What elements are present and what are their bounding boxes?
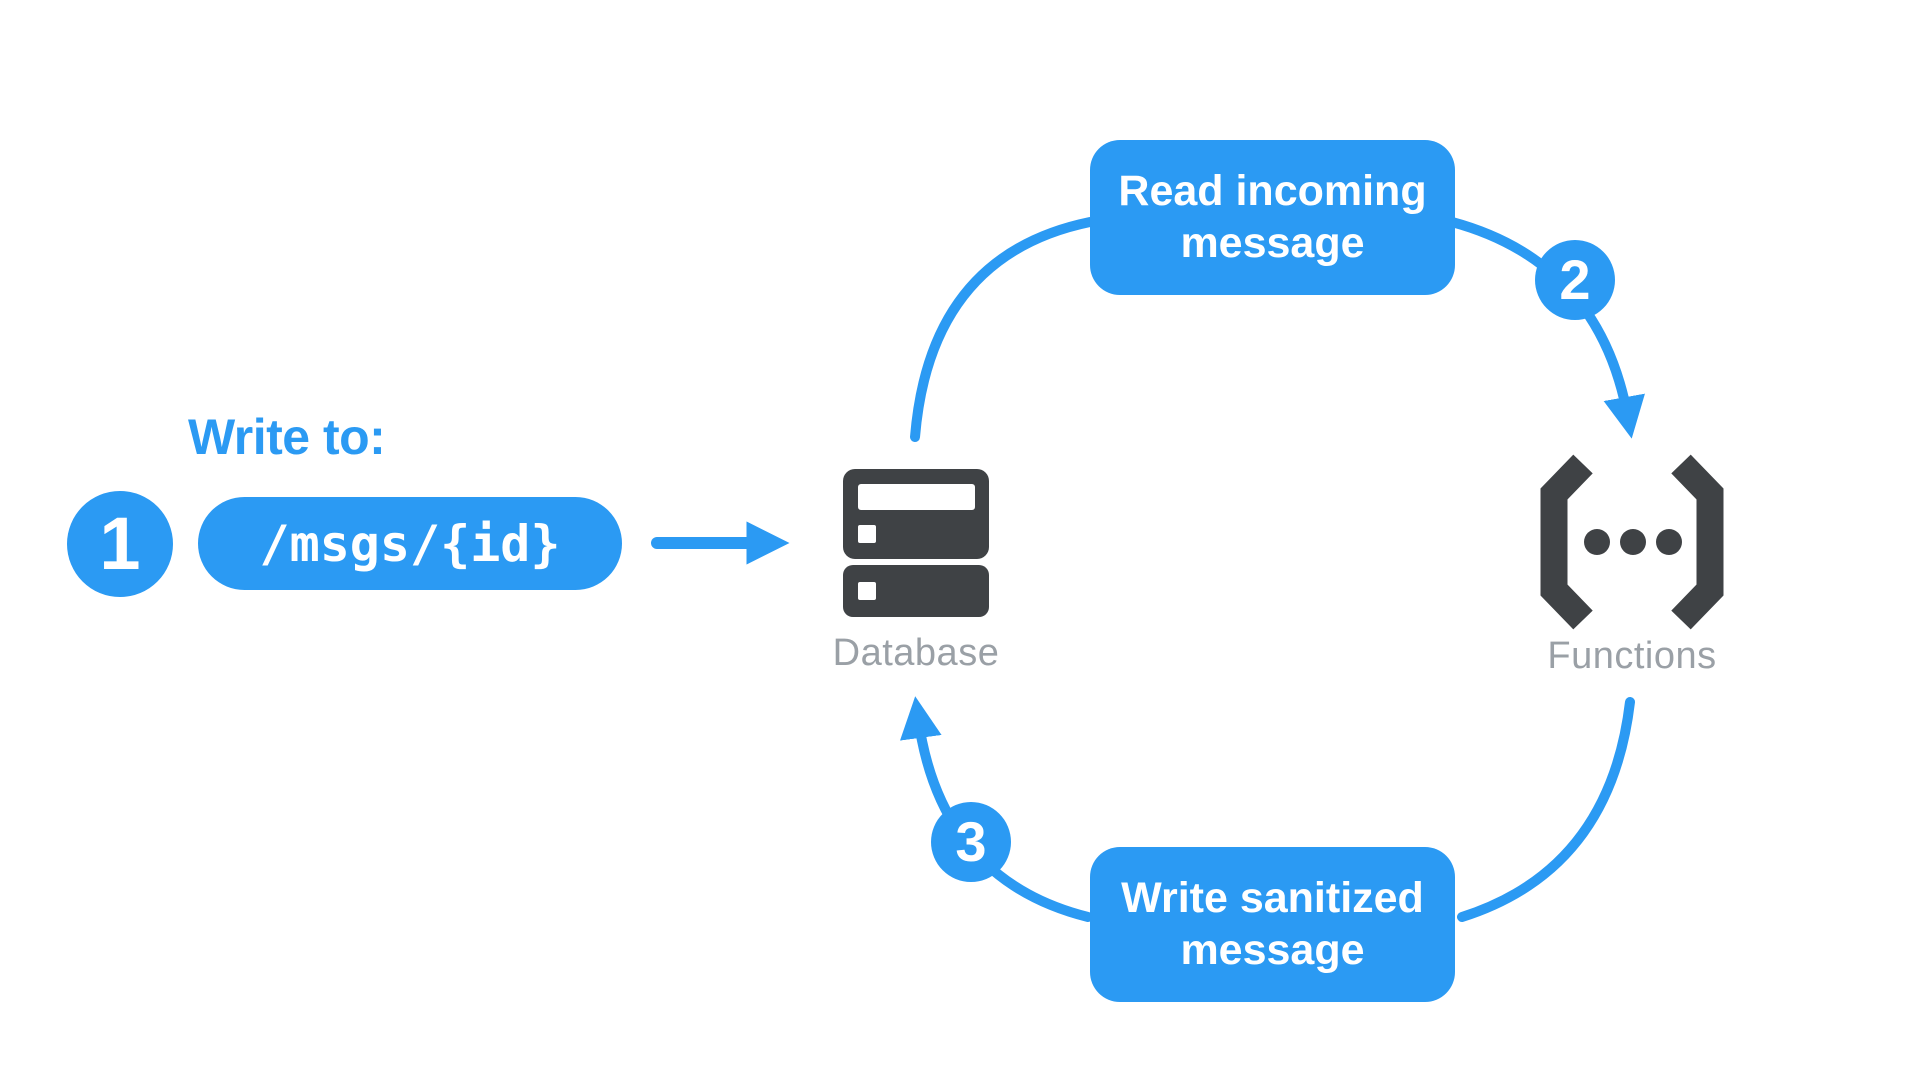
read-message-box: Read incoming message: [1090, 140, 1455, 295]
step-3-badge: 3: [931, 802, 1011, 882]
functions-icon: [1540, 454, 1724, 630]
path-pill: /msgs/{id}: [198, 497, 622, 590]
write-message-box: Write sanitized message: [1090, 847, 1455, 1002]
database-icon: [843, 469, 989, 617]
functions-label: Functions: [1547, 635, 1717, 677]
write-to-heading: Write to:: [188, 409, 386, 465]
database-label: Database: [832, 632, 1000, 674]
step-2-badge: 2: [1535, 240, 1615, 320]
arc-functions-to-write-box: [1457, 697, 1635, 922]
read-message-label: Read incoming message: [1118, 166, 1427, 267]
arc-database-to-read-box: [910, 217, 1095, 442]
write-message-label: Write sanitized message: [1121, 873, 1424, 974]
step-1-badge: 1: [67, 491, 173, 597]
path-code: /msgs/{id}: [259, 514, 561, 573]
